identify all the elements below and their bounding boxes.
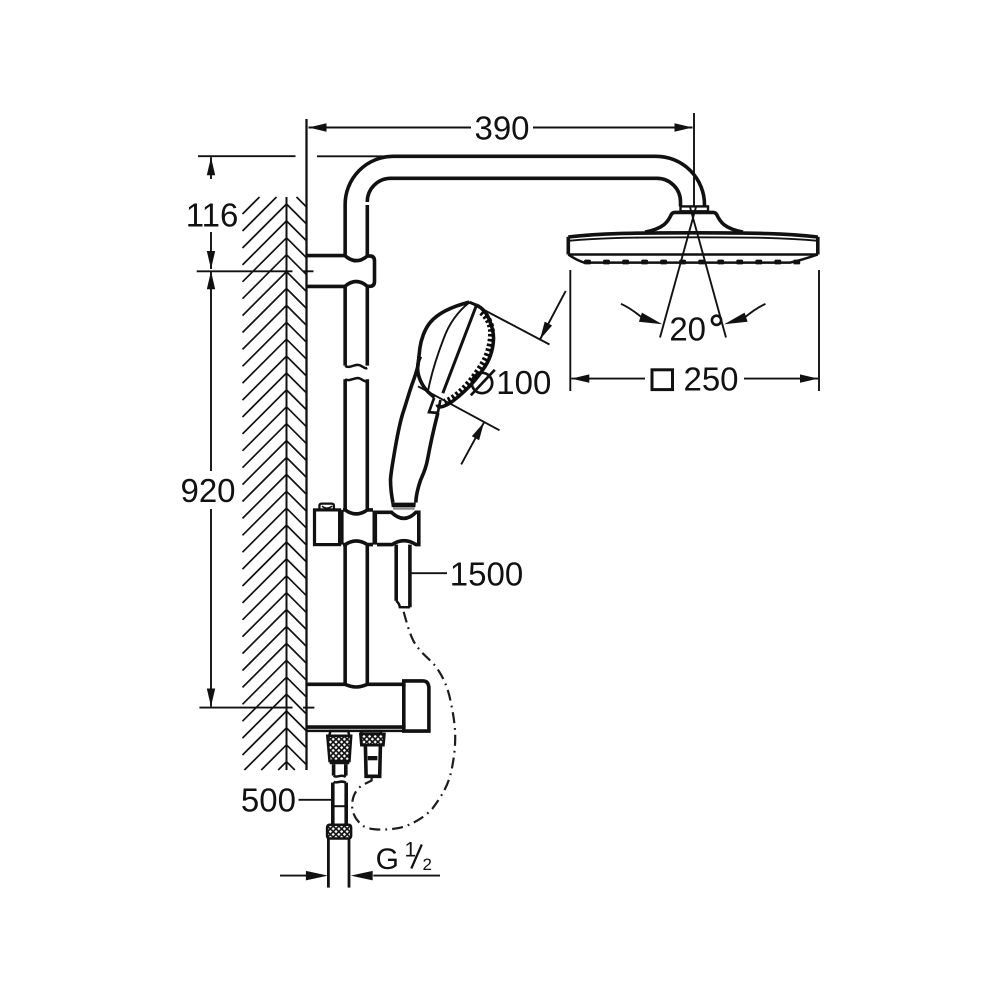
svg-text:250: 250 <box>683 361 738 398</box>
svg-text:100: 100 <box>496 364 551 401</box>
svg-text:920: 920 <box>180 472 235 509</box>
svg-text:20: 20 <box>669 311 706 348</box>
svg-text:G: G <box>376 843 399 876</box>
svg-text:390: 390 <box>474 110 529 147</box>
svg-text:500: 500 <box>241 782 296 819</box>
svg-text:2: 2 <box>423 855 432 874</box>
svg-text:1500: 1500 <box>450 556 523 593</box>
svg-text:1: 1 <box>405 839 417 862</box>
svg-text:116: 116 <box>186 197 239 234</box>
